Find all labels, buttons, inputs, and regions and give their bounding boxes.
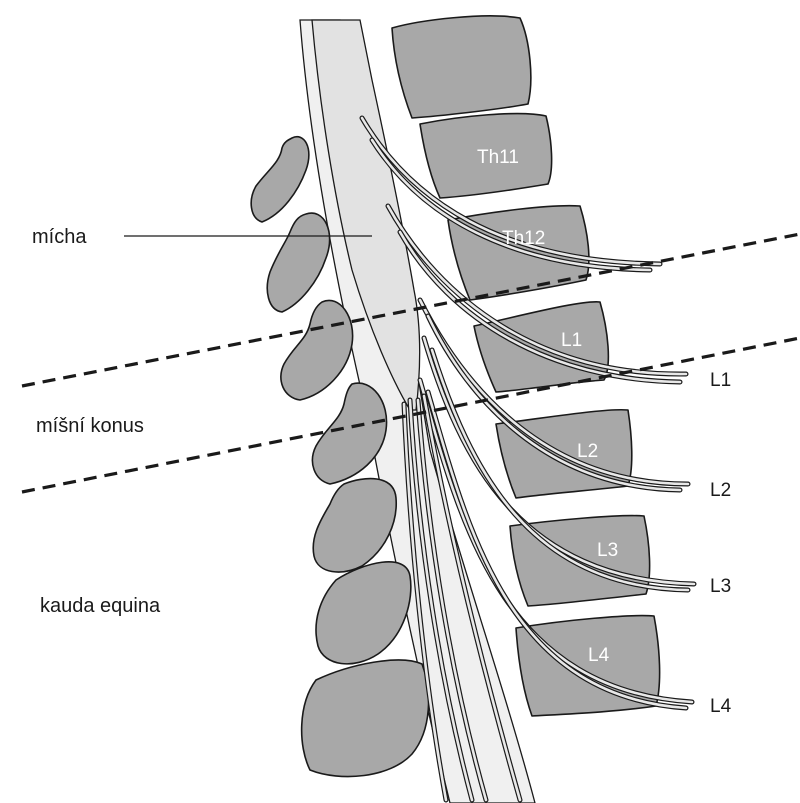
spinous-process-7: [302, 660, 429, 777]
spinous-process-1: [251, 137, 309, 222]
spinous-process-4: [312, 383, 386, 484]
label-kauda: kauda equina: [40, 595, 161, 617]
nerve-label-l4: L4: [710, 696, 732, 717]
vertebra-label-l1: L1: [561, 330, 582, 351]
vertebra-label-th12: Th12: [502, 228, 545, 249]
label-konus: míšní konus: [36, 415, 144, 437]
label-micha: mícha: [32, 226, 87, 248]
spinous-process-5: [313, 479, 396, 572]
nerve-label-l3: L3: [710, 576, 731, 597]
spinous-process-6: [316, 562, 411, 664]
vertebra-label-l4: L4: [588, 645, 610, 666]
spinous-process-3: [281, 300, 353, 400]
vertebra-label-th11: Th11: [477, 147, 519, 168]
nerve-label-l1: L1: [710, 370, 731, 391]
vertebra-label-l3: L3: [597, 540, 618, 561]
nerve-label-l2: L2: [710, 480, 731, 501]
spinous-process-2: [267, 213, 329, 312]
vertebra-label-l2: L2: [577, 441, 598, 462]
vertebra-th10: [392, 16, 531, 118]
